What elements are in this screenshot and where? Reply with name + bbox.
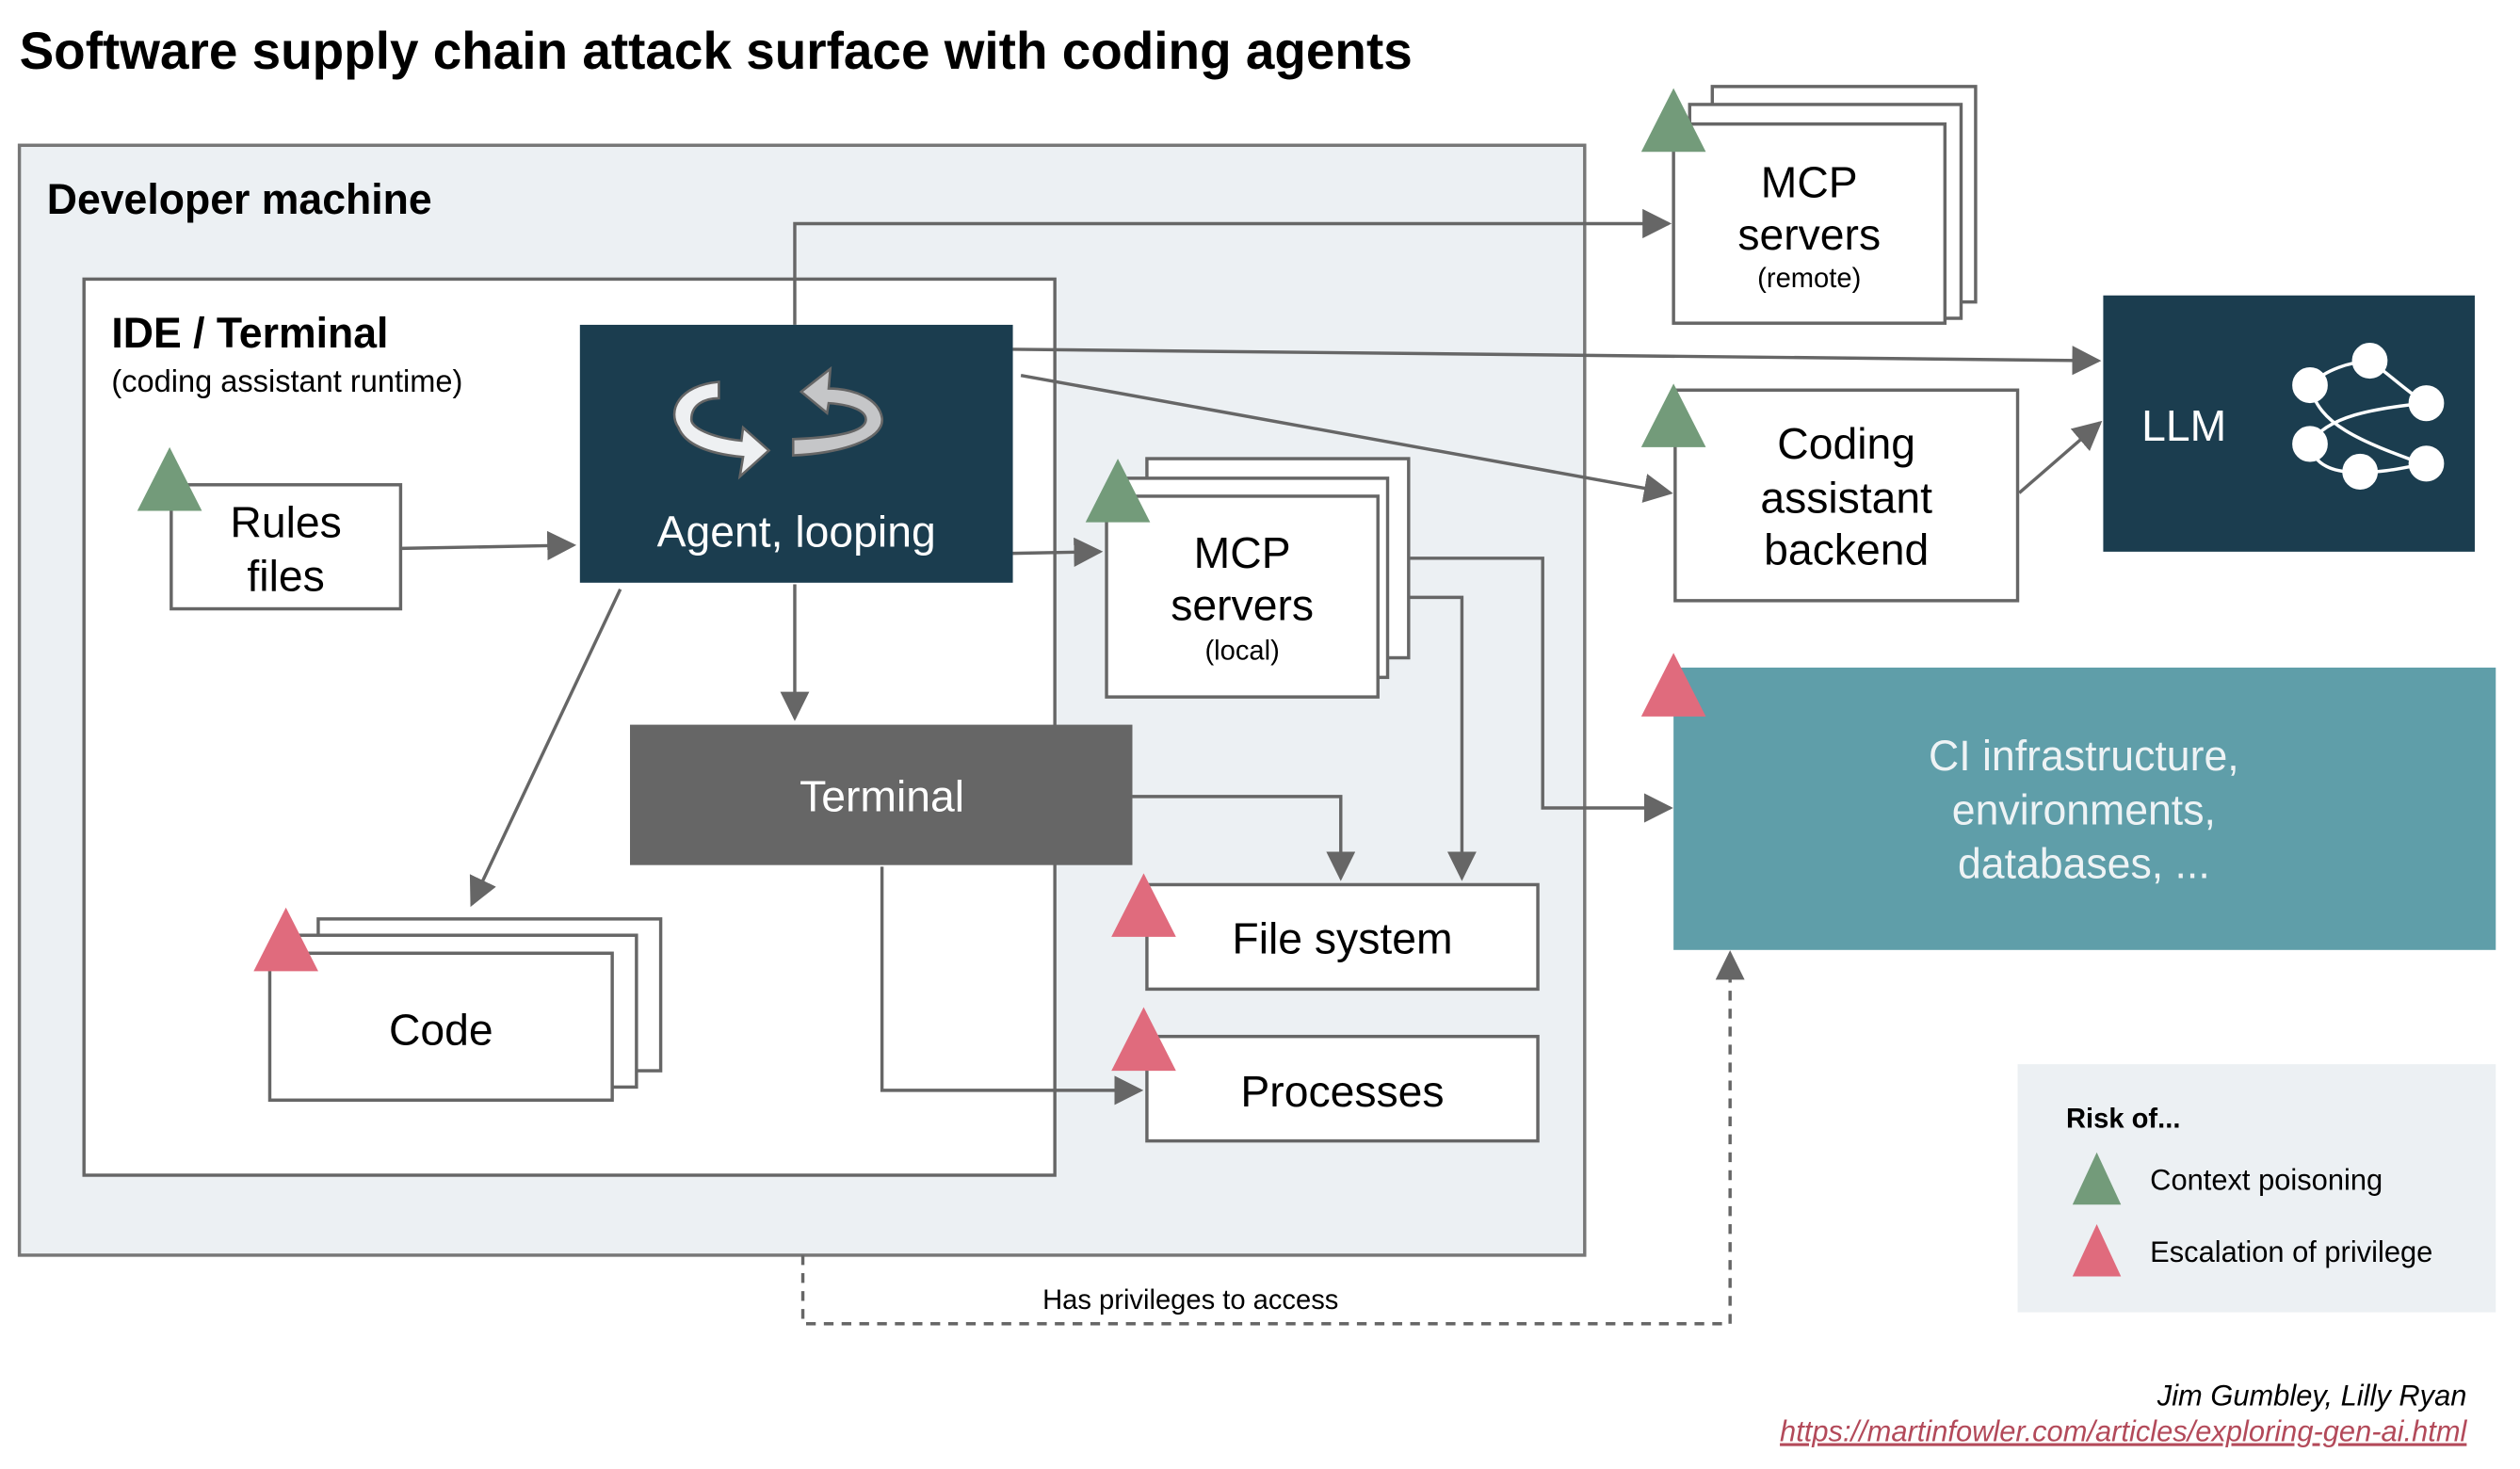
- processes-label: Processes: [1240, 1067, 1444, 1116]
- node-file-system[interactable]: File system: [1111, 873, 1540, 992]
- file-system-label: File system: [1232, 913, 1452, 962]
- mcp-remote-label-1: MCP: [1761, 158, 1858, 207]
- edges: [400, 208, 2103, 1326]
- edge-agent-to-backend: [1020, 373, 1673, 503]
- ci-label-2: environments,: [1952, 785, 2216, 833]
- edge-mcp-local-to-ci: [1410, 557, 1673, 823]
- code-label: Code: [389, 1005, 493, 1054]
- node-mcp-servers-local[interactable]: MCP servers (local): [1085, 457, 1411, 699]
- node-mcp-servers-remote[interactable]: MCP servers (remote): [1640, 85, 1978, 325]
- legend-item-escalation: Escalation of privilege: [2150, 1235, 2432, 1268]
- loop-icon: [672, 365, 883, 480]
- mcp-remote-label-2: servers: [1737, 210, 1881, 259]
- rules-label-2: files: [247, 551, 324, 600]
- edge-backend-to-llm: [2018, 420, 2103, 494]
- developer-machine-label: Developer machine: [47, 175, 432, 223]
- node-ci-infrastructure[interactable]: CI infrastructure, environments, databas…: [1640, 653, 2496, 950]
- ci-label-1: CI infrastructure,: [1929, 732, 2239, 780]
- agent-label: Agent, looping: [657, 507, 936, 556]
- escalation-risk-icon: [1111, 1007, 1176, 1072]
- legend-title: Risk of...: [2066, 1104, 2180, 1135]
- neural-network-icon: [2292, 343, 2445, 490]
- backend-label-1: Coding: [1777, 419, 1915, 468]
- ide-terminal-label: IDE / Terminal: [111, 309, 388, 357]
- legend: Risk of... Context poisoning Escalation …: [2017, 1064, 2496, 1313]
- llm-label: LLM: [2141, 401, 2226, 450]
- node-terminal[interactable]: Terminal: [630, 724, 1133, 865]
- privileges-edge-label: Has privileges to access: [1042, 1284, 1338, 1316]
- ide-terminal-sublabel: (coding assistant runtime): [111, 363, 462, 398]
- edge-agent-to-code: [469, 588, 622, 908]
- edge-terminal-to-processes: [880, 866, 1144, 1106]
- mcp-local-label-1: MCP: [1194, 528, 1291, 577]
- node-processes[interactable]: Processes: [1111, 1007, 1540, 1143]
- rules-label-1: Rules: [230, 497, 341, 546]
- edge-agent-to-mcp-remote: [793, 208, 1672, 325]
- node-agent[interactable]: Agent, looping: [579, 324, 1013, 583]
- mcp-remote-sublabel: (remote): [1757, 263, 1861, 294]
- node-llm[interactable]: LLM: [2103, 295, 2475, 552]
- diagram-title: Software supply chain attack surface wit…: [20, 22, 1413, 80]
- context-poisoning-risk-icon: [1640, 383, 1706, 447]
- edge-agent-to-mcp-local: [1012, 537, 1104, 567]
- edge-terminal-to-file-system: [1132, 795, 1356, 881]
- escalation-risk-icon: [1111, 873, 1176, 937]
- backend-label-3: backend: [1764, 525, 1929, 574]
- edge-agent-to-llm: [1012, 346, 2102, 376]
- terminal-label: Terminal: [800, 771, 964, 820]
- mcp-local-sublabel: (local): [1204, 635, 1279, 666]
- edge-privileges-to-ci: [800, 950, 1745, 1326]
- credit-authors: Jim Gumbley, Lilly Ryan: [2157, 1379, 2467, 1412]
- escalation-legend-icon: [2072, 1224, 2122, 1277]
- mcp-local-label-2: servers: [1171, 580, 1314, 629]
- edge-rules-to-agent: [400, 530, 577, 561]
- context-poisoning-legend-icon: [2072, 1152, 2122, 1205]
- credit-url-link[interactable]: https://martinfowler.com/articles/explor…: [1780, 1414, 2467, 1447]
- context-poisoning-risk-icon: [1085, 459, 1151, 523]
- ci-label-3: databases, ...: [1958, 839, 2210, 887]
- context-poisoning-risk-icon: [137, 446, 202, 511]
- node-coding-assistant-backend[interactable]: Coding assistant backend: [1640, 383, 2020, 603]
- context-poisoning-risk-icon: [1640, 88, 1706, 153]
- legend-item-context-poisoning: Context poisoning: [2150, 1163, 2383, 1196]
- backend-label-2: assistant: [1760, 473, 1932, 522]
- node-code[interactable]: Code: [253, 907, 663, 1102]
- escalation-risk-icon: [1640, 653, 1706, 717]
- escalation-risk-icon: [253, 907, 318, 972]
- node-rules-files[interactable]: Rules files: [137, 446, 403, 611]
